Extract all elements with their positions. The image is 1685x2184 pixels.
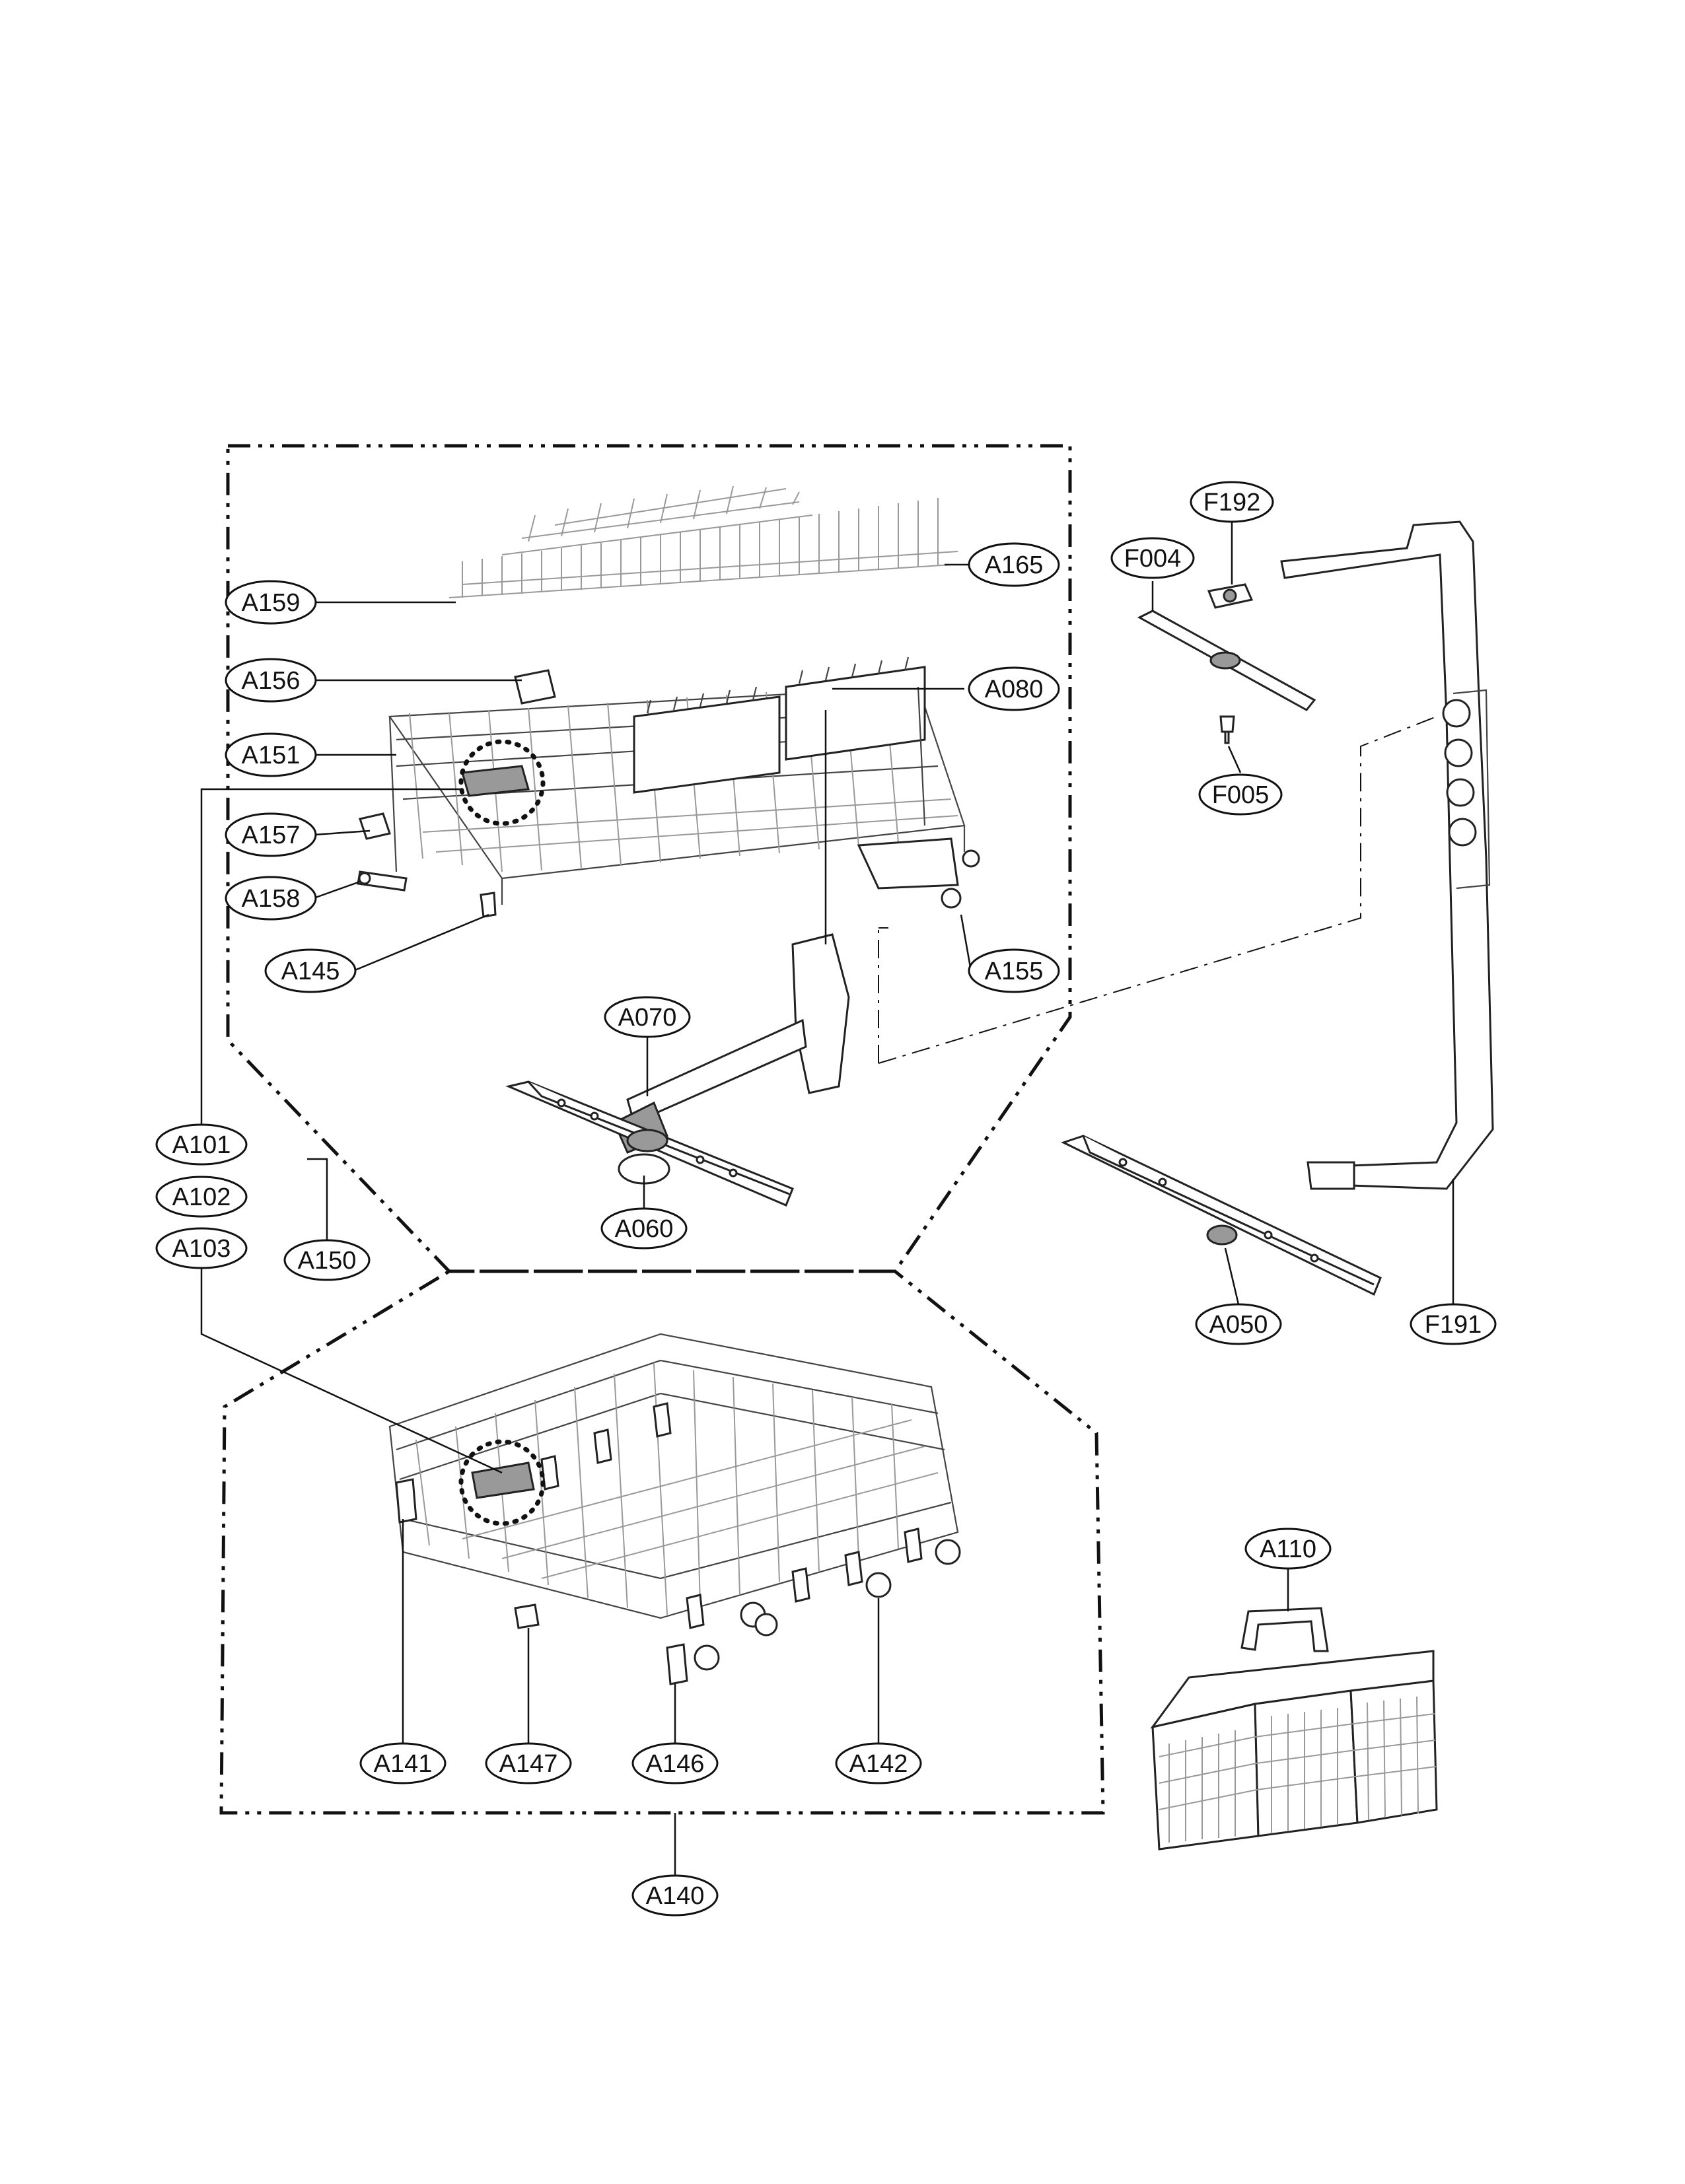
callout-a165-label: A165 bbox=[985, 551, 1044, 579]
callout-a147: A147 bbox=[485, 1742, 572, 1784]
phantom-connection-line bbox=[878, 716, 1437, 1064]
upper-rack-basket bbox=[357, 656, 980, 918]
callout-a146-label: A146 bbox=[646, 1750, 705, 1778]
callout-a140-label: A140 bbox=[646, 1882, 705, 1910]
callout-a151: A151 bbox=[225, 732, 317, 777]
callout-a147-label: A147 bbox=[499, 1750, 558, 1778]
callout-a165: A165 bbox=[968, 542, 1060, 587]
callout-a050-label: A050 bbox=[1209, 1311, 1268, 1339]
callout-a101-label: A101 bbox=[172, 1131, 231, 1159]
callout-a060-label: A060 bbox=[615, 1215, 674, 1243]
callout-f005: F005 bbox=[1198, 773, 1283, 816]
water-supply-tube-f191 bbox=[1280, 520, 1494, 1190]
lower-rack-illustration bbox=[388, 1333, 961, 1685]
callout-a080-label: A080 bbox=[985, 676, 1044, 703]
detail-circle-lower bbox=[458, 1439, 546, 1526]
nozzle-f192 bbox=[1207, 583, 1254, 609]
callout-a060: A060 bbox=[600, 1207, 688, 1250]
callout-a110-label: A110 bbox=[1260, 1535, 1316, 1563]
callout-a159-label: A159 bbox=[242, 589, 301, 617]
callout-a140: A140 bbox=[631, 1874, 719, 1917]
callout-a157: A157 bbox=[225, 812, 317, 857]
lower-rack-assembly-outline bbox=[219, 1269, 1105, 1815]
callout-a141: A141 bbox=[359, 1742, 447, 1784]
callout-a102-label: A102 bbox=[172, 1183, 231, 1211]
callout-a145: A145 bbox=[264, 948, 357, 993]
spray-arm-feed-tube bbox=[613, 933, 850, 1185]
callout-a156-label: A156 bbox=[242, 667, 301, 695]
callout-f192: F192 bbox=[1190, 481, 1274, 523]
cutlery-basket-illustration bbox=[1150, 1607, 1438, 1850]
callout-a103-label: A103 bbox=[172, 1235, 231, 1263]
screw-f005 bbox=[1219, 715, 1235, 744]
callout-a050: A050 bbox=[1195, 1303, 1282, 1345]
callout-a159: A159 bbox=[225, 580, 317, 625]
callout-a110: A110 bbox=[1244, 1528, 1332, 1570]
callout-a157-label: A157 bbox=[242, 822, 301, 849]
leader-lines bbox=[200, 489, 1454, 1876]
callout-a150-label: A150 bbox=[298, 1247, 357, 1275]
callout-a102: A102 bbox=[155, 1176, 248, 1218]
callout-a080: A080 bbox=[968, 666, 1060, 711]
callout-f191: F191 bbox=[1410, 1303, 1497, 1345]
callout-f004-label: F004 bbox=[1124, 545, 1182, 573]
callout-a070: A070 bbox=[604, 996, 691, 1038]
upper-tine-row bbox=[448, 485, 958, 598]
callout-a151-label: A151 bbox=[242, 742, 301, 769]
callout-a158-label: A158 bbox=[242, 885, 301, 913]
callout-a103: A103 bbox=[155, 1227, 248, 1269]
callout-a150: A150 bbox=[283, 1239, 371, 1281]
callout-a155-label: A155 bbox=[985, 958, 1044, 985]
callout-a156: A156 bbox=[225, 658, 317, 703]
callout-a070-label: A070 bbox=[618, 1004, 677, 1032]
callout-a142: A142 bbox=[835, 1742, 922, 1784]
callout-f192-label: F192 bbox=[1203, 489, 1261, 516]
callout-a142-label: A142 bbox=[849, 1750, 908, 1778]
upper-spray-arm bbox=[505, 1080, 794, 1207]
callout-a146: A146 bbox=[631, 1742, 719, 1784]
callout-f004: F004 bbox=[1110, 537, 1195, 579]
callout-a145-label: A145 bbox=[281, 958, 340, 985]
lower-spray-arm-a050 bbox=[1061, 1135, 1382, 1296]
callout-a158: A158 bbox=[225, 876, 317, 921]
upper-rack-illustration bbox=[357, 485, 980, 1207]
callout-a101: A101 bbox=[155, 1123, 248, 1166]
callout-f005-label: F005 bbox=[1212, 781, 1270, 809]
callout-f191-label: F191 bbox=[1425, 1311, 1482, 1339]
callout-a155: A155 bbox=[968, 948, 1060, 993]
callout-a141-label: A141 bbox=[374, 1750, 433, 1778]
spray-arm-f004 bbox=[1137, 610, 1316, 711]
detail-circle-upper bbox=[458, 739, 546, 826]
